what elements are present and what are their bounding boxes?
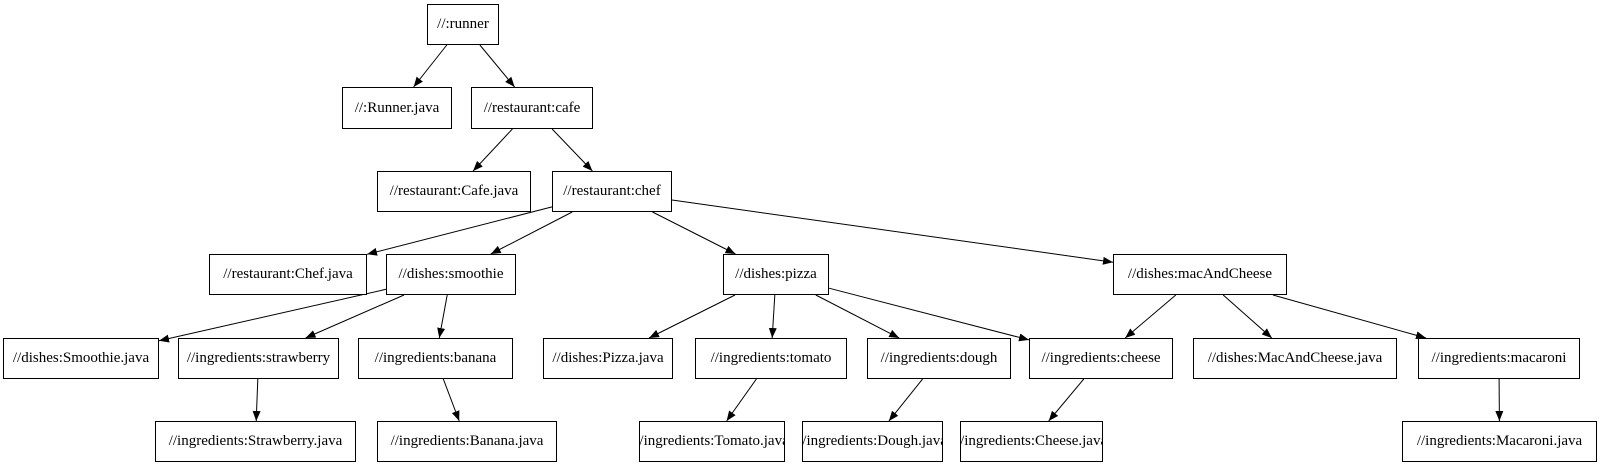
graph-node-cafe_java: //restaurant:Cafe.java [377,171,531,212]
graph-node-pizza_java: //dishes:Pizza.java [543,338,673,379]
graph-node-macaroni_java: //ingredients:Macaroni.java [1402,421,1597,462]
graph-edge-pizza-to-tomato [768,294,777,339]
graph-edge-macAndCheese-to-cheese [1124,294,1177,339]
graph-edge-strawberry-to-strawberry_java [252,378,261,422]
graph-edge-pizza-to-dough [815,294,900,339]
graph-node-pizza: //dishes:pizza [723,254,829,295]
graph-node-smoothie_java: //dishes:Smoothie.java [3,338,159,379]
graph-edge-macAndCheese-to-macAndCheese_java [1222,294,1273,339]
graph-node-macaroni: //ingredients:macaroni [1418,338,1580,379]
graph-node-dough_java: //ingredients:Dough.java [802,421,943,462]
graph-node-tomato_java: //ingredients:Tomato.java [639,421,785,462]
graph-node-smoothie: //dishes:smoothie [386,254,516,295]
graph-edge-chef-to-macAndCheese [671,199,1114,265]
graph-edge-runner-to-runner_java [413,44,448,88]
graph-node-banana: //ingredients:banana [358,338,513,379]
graph-node-strawberry: //ingredients:strawberry [178,338,339,379]
graph-node-cheese: //ingredients:cheese [1029,338,1173,379]
graph-edge-banana-to-banana_java [442,378,460,422]
graph-edge-cheese-to-cheese_java [1048,378,1085,422]
graph-edge-chef-to-chef_java [366,206,553,256]
graph-node-cheese_java: //ingredients:Cheese.java [960,421,1103,462]
graph-edge-chef-to-pizza [652,211,736,255]
graph-edge-pizza-to-pizza_java [648,294,736,339]
graph-node-banana_java: //ingredients:Banana.java [377,421,557,462]
graph-edge-cafe-to-cafe_java [472,128,513,172]
graph-edge-runner-to-cafe [479,44,515,88]
graph-edge-cafe-to-chef [551,128,593,172]
graph-node-tomato: //ingredients:tomato [695,338,847,379]
graph-edge-dough-to-dough_java [888,378,923,422]
graph-node-strawberry_java: //ingredients:Strawberry.java [155,421,356,462]
graph-edge-smoothie-to-smoothie_java [158,288,387,343]
graph-node-macAndCheese: //dishes:macAndCheese [1113,254,1287,295]
graph-edge-chef-to-smoothie [490,211,573,255]
graph-node-cafe: //restaurant:cafe [471,87,593,129]
graph-node-dough: //ingredients:dough [867,338,1011,379]
graph-edge-tomato-to-tomato_java [726,378,757,422]
graph-edge-macAndCheese-to-macaroni [1272,294,1427,340]
graph-node-chef_java: //restaurant:Chef.java [209,254,367,295]
graph-node-runner_java: //:Runner.java [342,87,452,129]
graph-edge-smoothie-to-banana [437,294,448,339]
graph-node-runner: //:runner [427,4,499,45]
graph-edge-smoothie-to-strawberry [305,294,405,339]
graph-edge-pizza-to-cheese [828,287,1030,342]
graph-node-chef: //restaurant:chef [552,171,672,212]
graph-node-macAndCheese_java: //dishes:MacAndCheese.java [1193,338,1397,379]
